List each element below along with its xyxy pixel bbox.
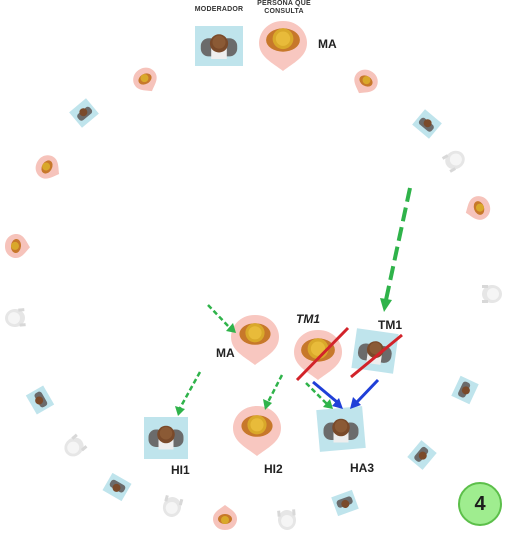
outer-seat (451, 375, 479, 405)
outer-seat (60, 433, 88, 461)
label-ha3: HA3 (350, 461, 375, 475)
label-hi2: HI2 (264, 462, 283, 476)
outer-seat (4, 308, 26, 328)
moderator-seat (195, 26, 243, 66)
consultant-header: PERSONA QUE CONSULTA (252, 0, 316, 16)
step-number-badge: 4 (458, 482, 502, 526)
outer-seat (277, 509, 297, 531)
seat-ma-mid (231, 315, 279, 365)
outer-seat (160, 495, 184, 519)
outer-seat (25, 385, 55, 415)
outer-seat (461, 192, 494, 225)
outer-seat (331, 489, 359, 517)
consultant-header-line2: CONSULTA (264, 8, 304, 15)
label-tm1-right: TM1 (378, 318, 402, 332)
seat-tm1-right (351, 328, 399, 374)
green-arrows (175, 187, 412, 416)
outer-seat (129, 63, 163, 98)
consultant-seat (259, 21, 307, 71)
label-ma-mid: MA (216, 346, 235, 360)
seat-hi2 (233, 406, 281, 456)
outer-seat (3, 233, 31, 260)
blue-arrows (312, 378, 380, 409)
moderator-header: MODERADOR (194, 6, 244, 13)
label-tm1-left: TM1 (296, 312, 320, 326)
cross-tm1-right (350, 333, 403, 379)
outer-seat (412, 109, 442, 139)
label-hi1: HI1 (171, 463, 190, 477)
seat-tm1-left (294, 330, 342, 380)
seat-ha3 (316, 406, 366, 452)
outer-seat (482, 285, 502, 303)
outer-seat (213, 505, 237, 530)
cross-tm1-left (295, 326, 350, 382)
outer-seat (31, 151, 66, 185)
outer-seat (407, 440, 437, 470)
label-ma-top: MA (318, 37, 337, 51)
consultant-header-line1: PERSONA QUE (257, 0, 311, 7)
seat-hi1 (144, 417, 188, 459)
outer-seat (348, 65, 382, 100)
outer-seat (441, 147, 469, 173)
outer-seat (69, 98, 99, 128)
outer-seat (102, 472, 132, 502)
